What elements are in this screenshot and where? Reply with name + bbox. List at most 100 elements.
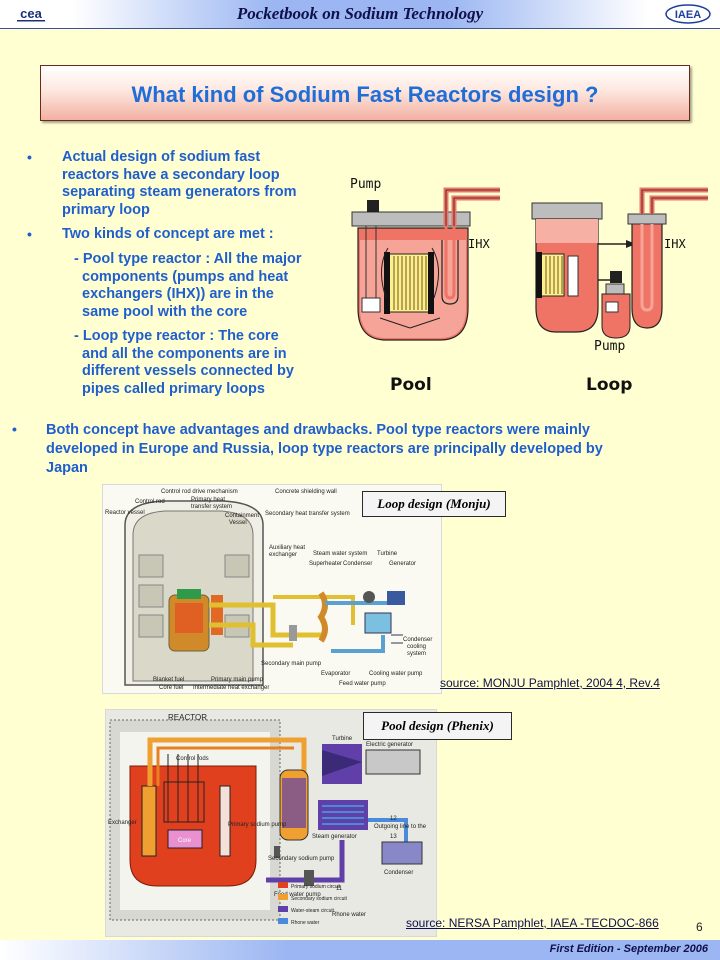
monju-label: Steam water system [313,551,367,557]
monju-label: system [407,651,426,657]
monju-label: Primary main pump [211,677,264,683]
monju-label: Condenser [403,637,432,643]
phenix-label: Condenser [384,870,413,876]
bullet-dot: • [27,226,32,242]
monju-label: Condenser [343,561,372,567]
monju-label: Generator [389,561,416,567]
text-line: Both concept have advantages and drawbac… [46,422,590,438]
monju-label: Secondary main pump [261,661,322,667]
monju-diagram: Control rod drive mechanism Concrete shi… [105,489,432,691]
monju-label: Feed water pump [339,681,386,687]
monju-label: Auxiliary heat [269,545,305,551]
text-line: developed in Europe and Russia, loop typ… [46,441,603,457]
text-line: Actual design of sodium fast [62,149,261,165]
text-line: separating steam generators from [62,184,297,200]
slide-title-box: What kind of Sodium Fast Reactors design… [40,65,690,121]
phenix-label: 12 [390,816,397,822]
monju-label: Concrete shielding wall [275,489,337,495]
source-link[interactable]: MONJU Pamphlet, 2004 4, Rev.4 [479,676,660,690]
phenix-label: Feed water pump [274,892,321,898]
monju-figure: Control rod drive mechanism Concrete shi… [102,484,442,694]
text-line: - Pool type reactor : All the major [74,251,302,267]
monju-label: Intermediate heat exchanger [193,685,269,691]
diagram-label: Pool [390,375,432,395]
monju-label: Secondary heat transfer system [265,511,350,517]
bullet-two-kinds: Two kinds of concept are met : [62,226,342,244]
phenix-label: Rhone water [332,912,366,918]
text-line: Two kinds of concept are met : [62,226,274,242]
cea-logo: cea [14,4,48,24]
monju-label: Evaporator [321,671,350,677]
monju-caption: Loop design (Monju) [362,491,506,517]
monju-label: Reactor vessel [105,510,145,516]
text-line: exchangers (IHX)) are in the [82,286,274,302]
footer-bar: First Edition - September 2006 [0,940,720,960]
diagram-label: Pump [594,339,625,354]
monju-source: source: MONJU Pamphlet, 2004 4, Rev.4 [440,676,660,690]
phenix-label: Steam generator [312,834,357,840]
diagram-label: Pump [350,177,381,192]
monju-label: transfer system [191,504,232,510]
monju-label: Turbine [377,551,398,557]
text-line: reactors have a secondary loop [62,166,280,183]
sub-bullet-pool: - Pool type reactor : All the major comp… [74,251,344,321]
source-link[interactable]: NERSA Pamphlet, IAEA -TECDOC-866 [445,916,659,930]
text-line: primary loop [62,201,150,218]
source-prefix: source: [406,916,446,930]
monju-label: exchanger [269,552,297,558]
slide-title: What kind of Sodium Fast Reactors design… [131,82,599,107]
phenix-diagram: REACTOR Control rods Exchanger Primary s… [108,713,427,926]
phenix-source: source: NERSA Pamphlet, IAEA -TECDOC-866 [406,916,659,930]
phenix-label: Primary sodium pump [228,822,287,828]
page-number: 6 [696,920,703,934]
phenix-legend: Primary sodium circuit Secondary sodium … [278,882,347,926]
monju-label: Core fuel [159,685,183,691]
legend-label: Rhone water [291,920,320,926]
diagram-label: Loop [586,375,632,395]
phenix-label: Turbine [332,736,353,742]
loop-reactor-diagram: IHX Pump Loop [531,187,708,395]
bullet-dot: • [27,149,32,165]
text-line: - Loop type reactor : The core [74,328,279,344]
phenix-label: Outgoing line to the [374,824,427,830]
monju-label: Vessel [229,520,247,526]
phenix-label: Core [178,838,192,844]
header-bar: cea Pocketbook on Sodium Technology IAEA [0,0,720,29]
phenix-caption: Pool design (Phenix) [363,712,512,740]
source-prefix: source: [440,676,480,690]
legend-label: Primary sodium circuit [291,884,341,890]
bullet-dot: • [12,421,17,437]
text-line: different vessels connected by [82,363,294,379]
monju-label: Control rod [135,499,165,505]
phenix-label: Control rods [176,756,209,762]
monju-label: Superheater [309,561,342,567]
diagram-label: IHX [664,237,686,251]
phenix-label: Electric generator [366,742,413,748]
legend-label: Secondary sodium circuit [291,896,347,902]
monju-label: Cooling water pump [369,671,423,677]
monju-label: Blanket fuel [153,677,184,683]
phenix-label: REACTOR [168,713,207,722]
pool-reactor-diagram: Pump IHX Pool [350,177,500,395]
bullet-advantages: Both concept have advantages and drawbac… [46,421,706,478]
phenix-label: Exchanger [108,820,137,826]
phenix-label: Secondary sodium pump [268,856,335,862]
cea-logo-text: cea [20,6,42,21]
phenix-label: 11 [336,886,343,892]
diagram-label: IHX [468,237,490,251]
pool-loop-diagram: Pump IHX Pool IHX Pump Loop [350,177,708,395]
phenix-figure: REACTOR Control rods Exchanger Primary s… [105,709,437,937]
monju-label: cooling [407,644,426,650]
bullet-secondary-loop: Actual design of sodium fast reactors ha… [62,149,342,219]
text-line: Japan [46,460,88,476]
monju-label: Primary heat [191,497,225,503]
legend-label: Water-steam circuit [291,908,334,914]
sub-bullet-loop: - Loop type reactor : The core and all t… [74,328,344,398]
iaea-logo: IAEA [665,4,711,24]
iaea-logo-text: IAEA [675,9,701,21]
header-title: Pocketbook on Sodium Technology [236,4,484,23]
text-line: and all the components are in [82,345,287,362]
text-line: same pool with the core [82,303,248,320]
monju-label: Control rod drive mechanism [161,489,238,495]
monju-label: Containment [225,513,259,519]
